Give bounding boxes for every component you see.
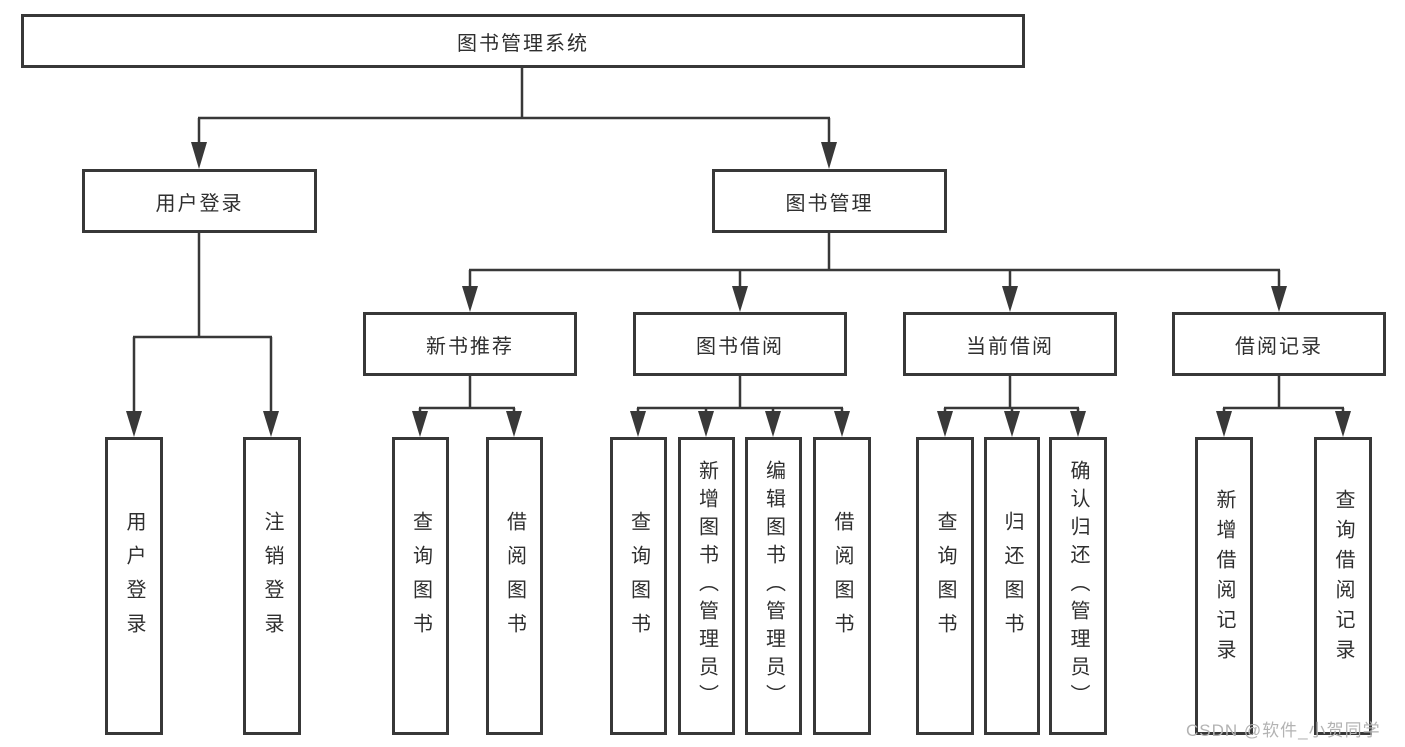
connector-book-management <box>468 232 1281 290</box>
leaf-query-books-recommend: 查询图书 <box>392 437 449 735</box>
leaf-user-login: 用户登录 <box>105 437 163 735</box>
connector-book-borrowing <box>636 375 844 415</box>
node-label: 查询图书 <box>934 511 956 647</box>
csdn-watermark: CSDN @软件_小贺同学 <box>1186 721 1381 740</box>
node-label: 查询图书 <box>627 511 650 647</box>
connector-root <box>197 66 831 146</box>
arrowheads-root <box>191 142 837 169</box>
node-label: 借阅记录 <box>1235 335 1323 358</box>
node-label: 图书管理 <box>785 192 874 215</box>
connector-new-book-recommendation <box>418 375 516 415</box>
node-label: 图书管理系统 <box>457 32 589 55</box>
connector-borrowing-records <box>1222 375 1345 415</box>
node-label: 确认归还（管理员） <box>1067 460 1089 712</box>
leaf-return-books: 归还图书 <box>984 437 1040 735</box>
leaf-query-books-current: 查询图书 <box>916 437 974 735</box>
node-label: 查询借阅记录 <box>1332 489 1354 669</box>
node-library-management-system: 图书管理系统 <box>21 14 1025 68</box>
arrowheads-book-management <box>462 286 1287 312</box>
leaf-edit-book-admin: 编辑图书（管理员） <box>745 437 802 735</box>
node-label: 用户登录 <box>155 192 244 215</box>
node-book-management: 图书管理 <box>712 169 947 233</box>
node-label: 归还图书 <box>1001 511 1023 647</box>
node-label: 当前借阅 <box>966 335 1054 358</box>
connector-current-borrowing <box>943 375 1080 415</box>
arrowheads-borrowing-records <box>1216 411 1351 437</box>
arrowheads-new-book-recommendation <box>412 411 522 437</box>
node-label: 编辑图书（管理员） <box>762 460 785 712</box>
node-label: 新书推荐 <box>426 335 514 358</box>
node-label: 新增借阅记录 <box>1213 489 1235 669</box>
node-label: 图书借阅 <box>696 335 784 358</box>
node-label: 注销登录 <box>261 511 283 647</box>
node-user-login: 用户登录 <box>82 169 317 233</box>
arrowheads-book-borrowing <box>630 411 850 437</box>
leaf-logout: 注销登录 <box>243 437 301 735</box>
leaf-query-books-borrowing: 查询图书 <box>610 437 667 735</box>
node-book-borrowing: 图书借阅 <box>633 312 847 376</box>
connector-user-login <box>132 232 273 415</box>
leaf-add-borrow-record: 新增借阅记录 <box>1195 437 1253 735</box>
arrowheads-current-borrowing <box>937 411 1086 437</box>
node-label: 用户登录 <box>123 511 145 647</box>
node-borrowing-records: 借阅记录 <box>1172 312 1386 376</box>
leaf-add-book-admin: 新增图书（管理员） <box>678 437 735 735</box>
node-label: 查询图书 <box>409 511 432 647</box>
leaf-query-borrow-record: 查询借阅记录 <box>1314 437 1372 735</box>
node-new-book-recommendation: 新书推荐 <box>363 312 577 376</box>
node-label: 借阅图书 <box>831 511 853 647</box>
arrowheads-user-login <box>126 411 279 437</box>
leaf-confirm-return-admin: 确认归还（管理员） <box>1049 437 1107 735</box>
leaf-borrow-books-recommend: 借阅图书 <box>486 437 543 735</box>
leaf-borrow-books-borrowing: 借阅图书 <box>813 437 871 735</box>
node-label: 新增图书（管理员） <box>695 460 718 712</box>
node-current-borrowing: 当前借阅 <box>903 312 1117 376</box>
node-label: 借阅图书 <box>503 511 526 647</box>
